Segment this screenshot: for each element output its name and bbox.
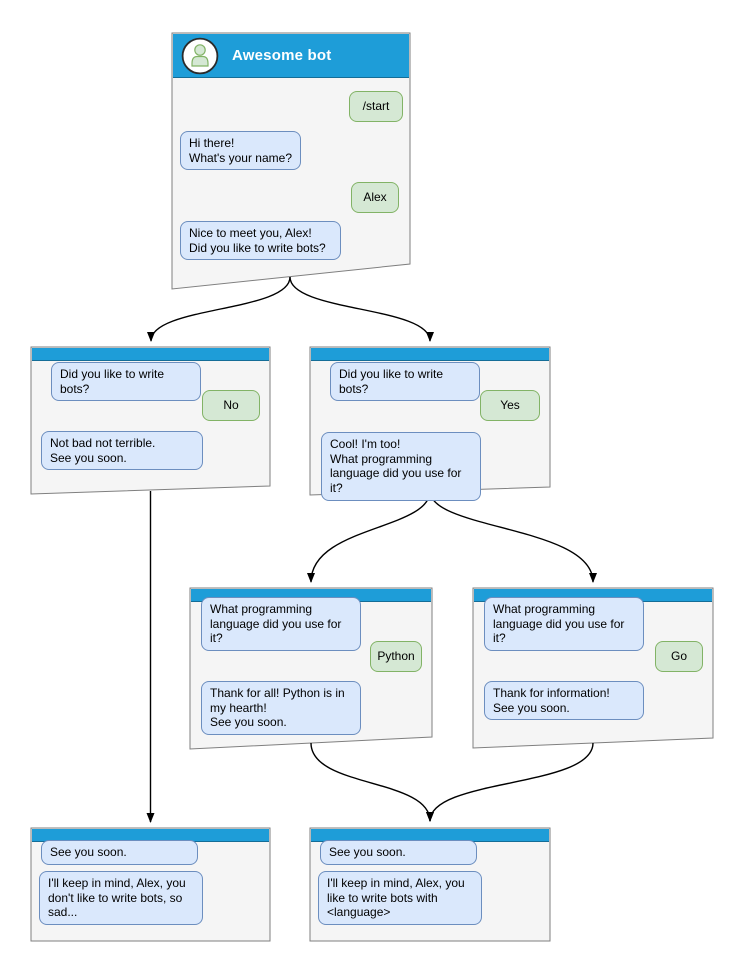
chat-window-branch-no[interactable]: Did you like to write bots? No Not bad n… — [31, 347, 270, 494]
window-titlebar: Awesome bot — [173, 34, 409, 78]
user-reply-bubble[interactable]: No — [202, 390, 260, 421]
chat-window-branch-python[interactable]: What programming language did you use fo… — [190, 588, 432, 749]
user-reply-bubble[interactable]: Yes — [480, 390, 540, 421]
window-title: Awesome bot — [232, 47, 332, 64]
bot-message-bubble[interactable]: I'll keep in mind, Alex, you don't like … — [39, 871, 203, 925]
bot-avatar-icon — [181, 37, 219, 74]
bot-message-bubble[interactable]: I'll keep in mind, Alex, you like to wri… — [318, 871, 482, 925]
bot-message-bubble[interactable]: What programming language did you use fo… — [201, 597, 361, 651]
flow-arrow-yes-to-go — [429, 490, 597, 583]
bot-message-bubble[interactable]: Nice to meet you, Alex! Did you like to … — [180, 221, 341, 261]
user-reply-bubble[interactable]: Python — [370, 641, 422, 672]
bot-message-bubble[interactable]: See you soon. — [320, 840, 477, 865]
bot-message-bubble[interactable]: Thank for all! Python is in my hearth! S… — [201, 681, 361, 735]
bot-message-bubble[interactable]: Did you like to write bots? — [51, 362, 201, 402]
user-reply-bubble[interactable]: /start — [349, 91, 403, 122]
chat-window-end-no[interactable]: See you soon. I'll keep in mind, Alex, y… — [31, 828, 270, 941]
flow-arrow-main-to-yes — [289, 276, 434, 342]
chat-window-branch-go[interactable]: What programming language did you use fo… — [473, 588, 713, 748]
flow-arrow-main-to-no — [147, 276, 291, 342]
chat-window-end-yes[interactable]: See you soon. I'll keep in mind, Alex, y… — [310, 828, 550, 941]
bot-message-bubble[interactable]: Cool! I'm too! What programming language… — [321, 432, 481, 501]
flow-arrow-python-to-end — [310, 742, 434, 822]
flow-arrow-go-to-end — [426, 742, 594, 822]
chat-window-main[interactable]: Awesome bot /start Hi there! What's your… — [172, 33, 410, 289]
window-titlebar — [32, 348, 269, 361]
user-reply-bubble[interactable]: Go — [655, 641, 703, 672]
bot-message-bubble[interactable]: Thank for information! See you soon. — [484, 681, 644, 721]
flow-arrow-yes-to-python — [307, 490, 431, 583]
bot-message-bubble[interactable]: Not bad not terrible. See you soon. — [41, 431, 203, 471]
window-titlebar — [311, 348, 549, 361]
chat-window-branch-yes[interactable]: Did you like to write bots? Yes Cool! I'… — [310, 347, 550, 501]
bot-message-bubble[interactable]: Did you like to write bots? — [330, 362, 480, 402]
bot-message-bubble[interactable]: What programming language did you use fo… — [484, 597, 644, 651]
bot-message-bubble[interactable]: See you soon. — [41, 840, 198, 865]
bot-message-bubble[interactable]: Hi there! What's your name? — [180, 131, 301, 171]
user-reply-bubble[interactable]: Alex — [351, 182, 399, 213]
